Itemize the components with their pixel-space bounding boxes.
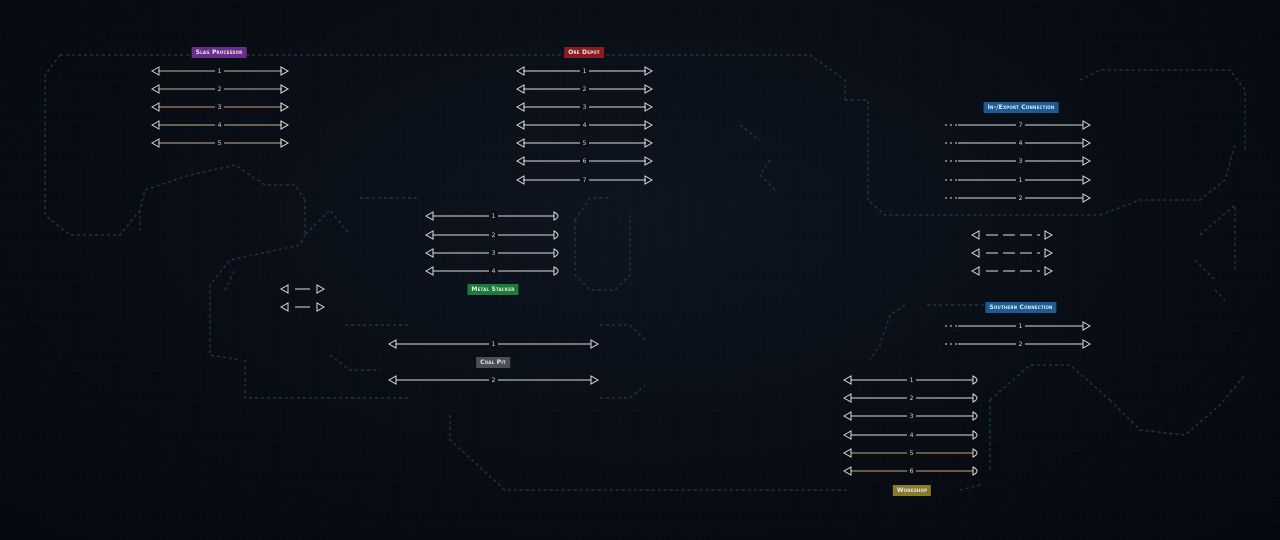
workshop-track-3-label: 3: [910, 413, 914, 420]
ore-track-1: 1: [515, 66, 654, 76]
import-track-7: 7: [945, 120, 1092, 130]
southern-connection-tracks: 1 2: [945, 321, 1092, 349]
import-track-2-label: 2: [1019, 195, 1023, 202]
slag-track-5: 5: [150, 138, 290, 148]
import-track-4-label: 4: [1019, 140, 1023, 147]
metal-stacker-tracks: 1 2 3 4: [424, 211, 559, 276]
coal-track-2: 2: [387, 375, 600, 385]
southern-track-2: 2: [945, 339, 1092, 349]
coal-pit-label[interactable]: Coal Pit: [476, 357, 510, 368]
workshop-track-4: 4: [842, 430, 978, 440]
stub-track-a: [279, 284, 326, 294]
import-track-3-label: 3: [1019, 158, 1023, 165]
slag-track-4-label: 4: [218, 122, 222, 129]
ore-track-4: 4: [515, 120, 654, 130]
slag-track-4: 4: [150, 120, 290, 130]
workshop-track-5-label: 5: [910, 450, 914, 457]
import-track-7-label: 7: [1019, 122, 1023, 129]
metal-track-1: 1: [424, 211, 559, 221]
southern-connection-label[interactable]: Southern Connection: [985, 302, 1057, 313]
workshop-label[interactable]: Workshop: [892, 485, 932, 496]
ore-depot-tracks: 1 2 3 4 5: [515, 66, 654, 185]
coal-track-2-label: 2: [492, 377, 496, 384]
stub-track-b: [279, 302, 326, 312]
slag-processor-tracks: 1 2 3 4 5: [150, 66, 290, 148]
metal-track-3-label: 3: [492, 250, 496, 257]
ore-track-3: 3: [515, 102, 654, 112]
workshop-track-2-label: 2: [910, 395, 914, 402]
metal-stacker-label[interactable]: Metal Stacker: [467, 284, 519, 295]
import-track-1: 1: [945, 175, 1092, 185]
metal-track-2-label: 2: [492, 232, 496, 239]
ore-track-5-label: 5: [583, 140, 587, 147]
slag-track-2-label: 2: [218, 86, 222, 93]
import-track-2: 2: [945, 193, 1092, 203]
coal-track-1: 1: [387, 339, 600, 349]
workshop-track-4-label: 4: [910, 432, 914, 439]
southern-track-2-label: 2: [1019, 341, 1023, 348]
southern-track-1: 1: [945, 321, 1092, 331]
left-stub-tracks: [279, 284, 326, 312]
coal-pit-tracks: 1 2: [387, 339, 600, 385]
import-track-1-label: 1: [1019, 177, 1023, 184]
workshop-track-5: 5: [842, 448, 978, 458]
coal-track-1-label: 1: [492, 341, 496, 348]
ore-track-2-label: 2: [583, 86, 587, 93]
right-stub-tracks: [970, 230, 1054, 276]
metal-track-2: 2: [424, 230, 559, 240]
ore-track-6: 6: [515, 156, 654, 166]
ore-track-7-label: 7: [583, 177, 587, 184]
ore-track-5: 5: [515, 138, 654, 148]
workshop-tracks: 1 2 3 4 5: [842, 375, 978, 476]
slag-track-1: 1: [150, 66, 290, 76]
workshop-track-6-label: 6: [910, 468, 914, 475]
ore-depot-label[interactable]: Ore Depot: [564, 47, 604, 58]
ore-track-4-label: 4: [583, 122, 587, 129]
yard-outline: [44, 54, 1246, 491]
slag-track-3-label: 3: [218, 104, 222, 111]
ore-track-6-label: 6: [583, 158, 587, 165]
southern-track-1-label: 1: [1019, 323, 1023, 330]
import-track-4: 4: [945, 138, 1092, 148]
slag-processor-label[interactable]: Slag Processor: [191, 47, 247, 58]
slag-track-2: 2: [150, 84, 290, 94]
import-export-tracks: 7 4 3 1 2: [945, 120, 1092, 203]
right-stub-3: [970, 266, 1054, 276]
workshop-track-2: 2: [842, 393, 978, 403]
workshop-track-1-label: 1: [910, 377, 914, 384]
import-track-3: 3: [945, 156, 1092, 166]
metal-track-3: 3: [424, 248, 559, 258]
right-stub-1: [970, 230, 1054, 240]
ore-track-2: 2: [515, 84, 654, 94]
slag-track-5-label: 5: [218, 140, 222, 147]
workshop-track-3: 3: [842, 411, 978, 421]
workshop-track-1: 1: [842, 375, 978, 385]
metal-track-4: 4: [424, 266, 559, 276]
slag-track-1-label: 1: [218, 68, 222, 75]
ore-track-3-label: 3: [583, 104, 587, 111]
slag-track-3: 3: [150, 102, 290, 112]
metal-track-1-label: 1: [492, 213, 496, 220]
import-export-connection-label[interactable]: In-/Export Connection: [983, 102, 1059, 113]
metal-track-4-label: 4: [492, 268, 496, 275]
ore-track-1-label: 1: [583, 68, 587, 75]
right-stub-2: [970, 248, 1054, 258]
workshop-track-6: 6: [842, 466, 978, 476]
ore-track-7: 7: [515, 175, 654, 185]
